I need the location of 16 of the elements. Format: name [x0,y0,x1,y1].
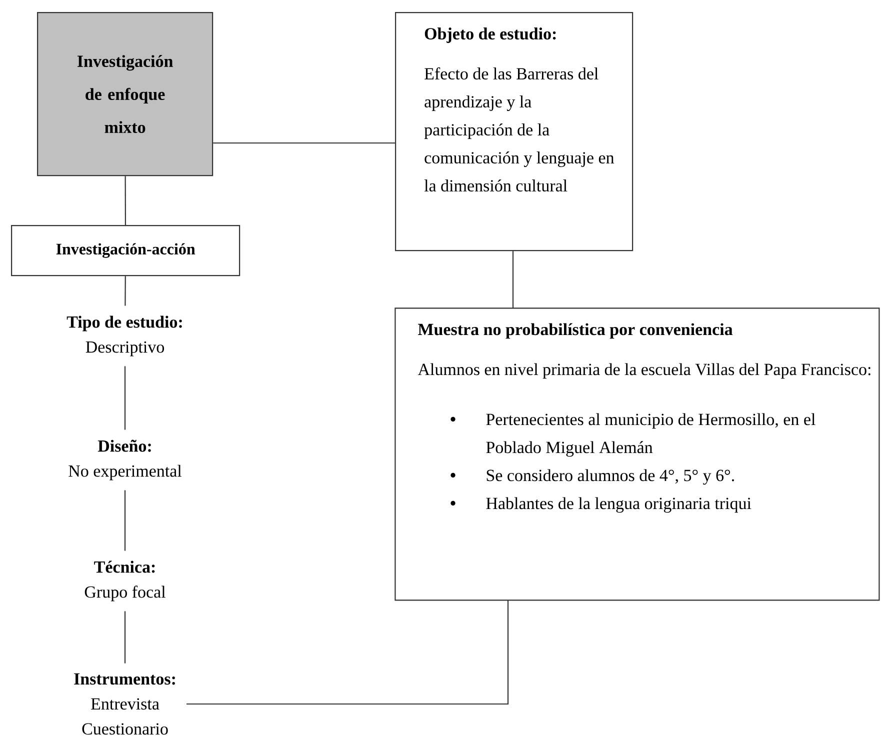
connector-line [124,490,126,551]
stage-label: Técnica: Grupo focal [84,560,166,602]
process-box: Investigación-acción [11,225,240,276]
text-panel: Muestra no probabilística por conveniencia Alumnos en nivel primaria de la escuela Villas del Papa Francisco: Pertenecientes al municipio de Hermosillo, en el Poblado Miguel Alemán Se considero alumnos de 4°, 5° y 6°. Hablantes de la lengua originaria triqui [394,308,880,601]
stage-label: Tipo de estudio: Descriptivo [66,316,182,356]
connector-line [124,176,126,225]
connector-line [186,600,509,705]
connector-line [213,142,395,144]
text-panel: Objeto de estudio: Efecto de las Barreras del aprendizaje y la participación de la comunicación y lenguaje en la dimensión cultural [395,12,634,252]
stage-label: Instrumentos: Entrevista Cuestionario [74,673,175,735]
stage-label: Diseño: No experimental [68,440,182,480]
connector-line [512,251,514,308]
connector-line [124,366,126,430]
connector-line [124,276,126,306]
shaded-box: Investigación de enfoque mixto [37,12,214,176]
connector-line [124,611,126,664]
